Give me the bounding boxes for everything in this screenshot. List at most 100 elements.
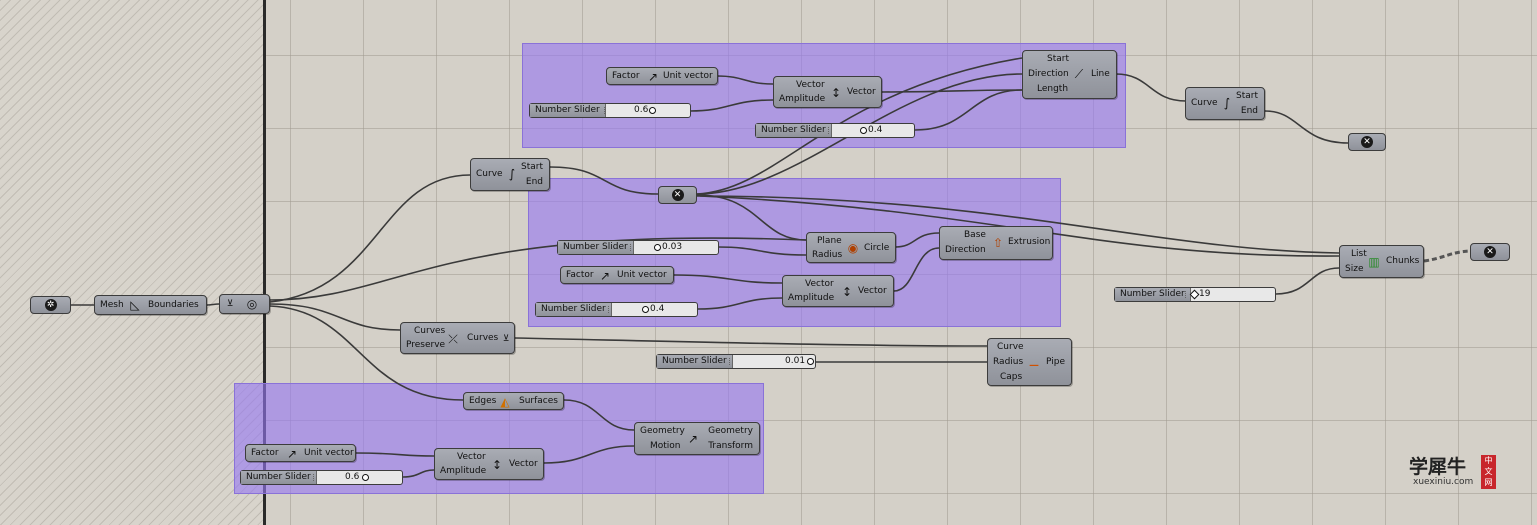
number-slider[interactable]: Number Slider 0.4 (535, 302, 698, 317)
brep-edges-icon: ◭ (500, 395, 510, 409)
input-vector: Vector (796, 80, 825, 90)
output-end: End (1240, 106, 1258, 116)
slider-ticks (1185, 291, 1272, 298)
mesh-boundaries-component[interactable]: Mesh ◺ Boundaries (94, 295, 207, 315)
input-start: Start (1047, 54, 1069, 64)
slider-label: Number Slider (1115, 288, 1191, 301)
slider-value: 0.4 (868, 125, 883, 135)
slider-knob[interactable] (860, 127, 867, 134)
number-slider[interactable]: Number Slider 19 (1114, 287, 1276, 302)
pipe-icon: ⚊ (1028, 355, 1040, 369)
output-start: Start (521, 162, 543, 172)
input-size: Size (1345, 264, 1364, 274)
point-param[interactable]: ✕ (1470, 243, 1510, 261)
close-icon: ✕ (671, 189, 684, 201)
brep-edges-component[interactable]: Edges ◭ Surfaces (463, 392, 564, 410)
amplitude-component[interactable]: Vector Amplitude ↕ Vector (773, 76, 882, 108)
input-geometry: Geometry (640, 426, 685, 436)
gear-icon: ✲ (44, 299, 57, 311)
number-slider[interactable]: Number Slider 0.4 (755, 123, 915, 138)
input-list: List (1351, 249, 1367, 259)
amplitude-icon: ↕ (491, 458, 503, 472)
pipe-component[interactable]: Curve Radius Caps ⚊ Pipe (987, 338, 1072, 386)
input-amplitude: Amplitude (788, 293, 835, 303)
slider-ticks (608, 306, 693, 313)
point-param[interactable]: ✕ (658, 186, 697, 204)
output-geometry: Geometry (708, 426, 753, 436)
amplitude-icon: ↕ (841, 285, 853, 299)
amplitude-component[interactable]: Vector Amplitude ↕ Vector (434, 448, 544, 480)
input-preserve: Preserve (406, 340, 446, 350)
slider-knob[interactable] (362, 474, 369, 481)
mesh-param[interactable]: ✲ (30, 296, 71, 314)
slider-knob[interactable] (654, 244, 661, 251)
slider-ticks (604, 107, 687, 114)
curve-param[interactable]: ⊻ ◎ (219, 294, 270, 314)
slider-knob[interactable] (807, 358, 814, 365)
slider-ticks (828, 127, 911, 134)
output-transform: Transform (708, 441, 753, 451)
input-radius: Radius (812, 250, 843, 260)
component-name: Boundaries (148, 300, 199, 310)
component-name: Chunks (1386, 256, 1420, 266)
end-points-icon: ∫ (508, 167, 516, 181)
slider-ticks (729, 358, 810, 365)
partition-list-component[interactable]: List Size ▥ Chunks (1339, 245, 1424, 278)
input-curve: Curve (1191, 98, 1218, 108)
curve-icon: ◎ (246, 297, 258, 311)
component-name: Vector (847, 87, 876, 97)
unit-vector-icon: ↗ (286, 447, 298, 461)
input-base: Base (964, 230, 986, 240)
input-curve: Curve (476, 169, 503, 179)
input-plane: Plane (817, 236, 842, 246)
move-component[interactable]: Geometry Motion ↗ Geometry Transform (634, 422, 760, 455)
slider-knob[interactable] (642, 306, 649, 313)
canvas-hatched-region (0, 0, 263, 525)
number-slider[interactable]: Number Slider 0.01 (656, 354, 816, 369)
output-end: End (525, 177, 543, 187)
input-curves: Curves (414, 326, 446, 336)
extrusion-component[interactable]: Base Direction ⇧ Extrusion (939, 226, 1053, 260)
input-radius: Radius (993, 357, 1024, 367)
input-curve: Curve (997, 342, 1024, 352)
close-icon: ✕ (1361, 136, 1373, 148)
join-curves-component[interactable]: Curves Preserve ⤫ Curves ⊻ (400, 322, 515, 354)
input-caps: Caps (1000, 372, 1023, 382)
slider-label: Number Slider (657, 355, 733, 368)
number-slider[interactable]: Number Slider 0.6 (240, 470, 403, 485)
unit-vector-component[interactable]: Factor ↗ Unit vector (245, 444, 356, 462)
slider-value: 0.4 (650, 304, 665, 314)
unit-vector-component[interactable]: Factor ↗ Unit vector (560, 266, 674, 284)
input-amplitude: Amplitude (779, 94, 826, 104)
component-name: Line (1091, 69, 1110, 79)
component-name: Circle (864, 243, 890, 253)
flatten-icon: ⊻ (502, 334, 510, 344)
component-name: Unit vector (617, 270, 667, 280)
slider-value: 0.6 (634, 105, 649, 115)
extrusion-icon: ⇧ (992, 236, 1004, 250)
line-component[interactable]: Start Direction Length ⟋ Line (1022, 50, 1117, 99)
input-direction: Direction (1028, 69, 1069, 79)
flatten-icon: ⊻ (226, 299, 234, 309)
canvas-divider (263, 0, 266, 525)
unit-vector-icon: ↗ (599, 269, 611, 283)
slider-knob[interactable] (649, 107, 656, 114)
circle-icon: ◉ (847, 241, 859, 255)
unit-vector-component[interactable]: Factor ↗ Unit vector (606, 67, 718, 85)
amplitude-icon: ↕ (830, 86, 842, 100)
number-slider[interactable]: Number Slider 0.03 (557, 240, 719, 255)
point-param[interactable]: ✕ (1348, 133, 1386, 151)
input-vector: Vector (457, 452, 486, 462)
join-curves-icon: ⤫ (448, 332, 458, 346)
end-points-component[interactable]: Curve ∫ Start End (470, 158, 550, 191)
input-factor: Factor (612, 71, 640, 81)
slider-value: 0.01 (785, 356, 806, 366)
end-points-component[interactable]: Curve ∫ Start End (1185, 87, 1265, 120)
input-edges: Edges (469, 396, 497, 406)
input-amplitude: Amplitude (440, 466, 487, 476)
component-name: Surfaces (519, 396, 558, 406)
circle-component[interactable]: Plane Radius ◉ Circle (806, 232, 896, 263)
amplitude-component[interactable]: Vector Amplitude ↕ Vector (782, 275, 894, 307)
number-slider[interactable]: Number Slider 0.6 (529, 103, 691, 118)
component-name: Extrusion (1008, 237, 1051, 247)
